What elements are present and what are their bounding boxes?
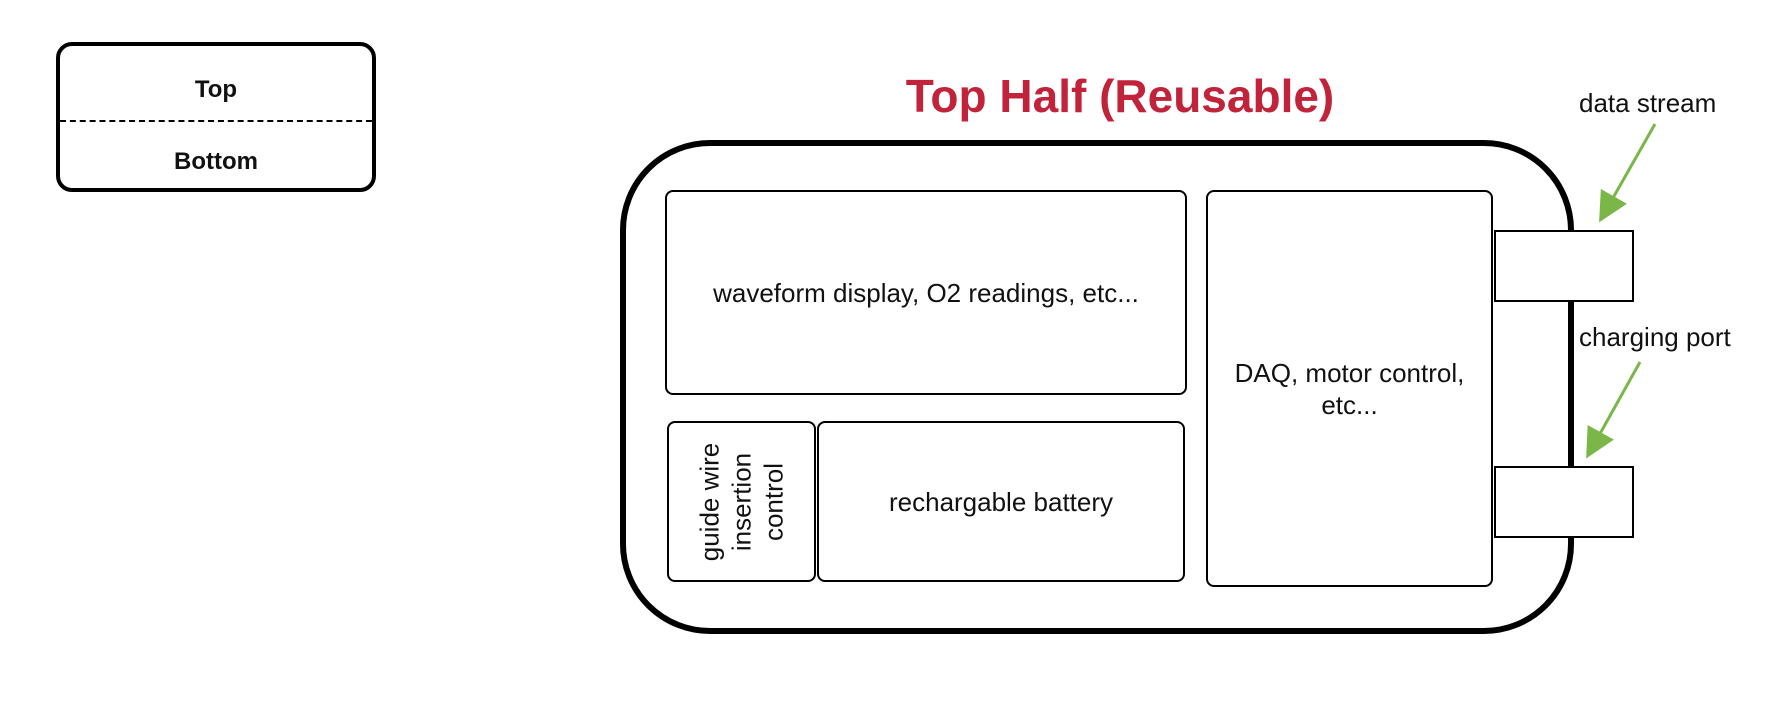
legend-bottom-label: Bottom (174, 148, 258, 175)
daq-panel: DAQ, motor control, etc... (1206, 190, 1493, 587)
legend-box: Top Bottom (56, 42, 376, 192)
charging-port (1494, 466, 1634, 538)
legend-divider (60, 120, 372, 122)
data-stream-callout: data stream (1579, 88, 1717, 118)
charging-port-callout: charging port (1579, 322, 1731, 352)
legend-top-label: Top (194, 76, 238, 103)
daq-panel-label: DAQ, motor control, etc... (1234, 357, 1465, 420)
battery-panel-label: rechargable battery (888, 486, 1114, 517)
data-stream-port (1494, 230, 1634, 302)
guide-wire-panel: guide wire insertion control (667, 421, 816, 582)
battery-panel: rechargable battery (817, 421, 1185, 582)
diagram-title: Top Half (Reusable) (905, 70, 1335, 122)
charging-port-arrow (1586, 361, 1642, 459)
guide-wire-panel-label: guide wire insertion control (694, 442, 789, 561)
display-panel-label: waveform display, O2 readings, etc... (713, 277, 1139, 308)
data-stream-arrow (1599, 123, 1657, 223)
display-panel: waveform display, O2 readings, etc... (665, 190, 1187, 395)
